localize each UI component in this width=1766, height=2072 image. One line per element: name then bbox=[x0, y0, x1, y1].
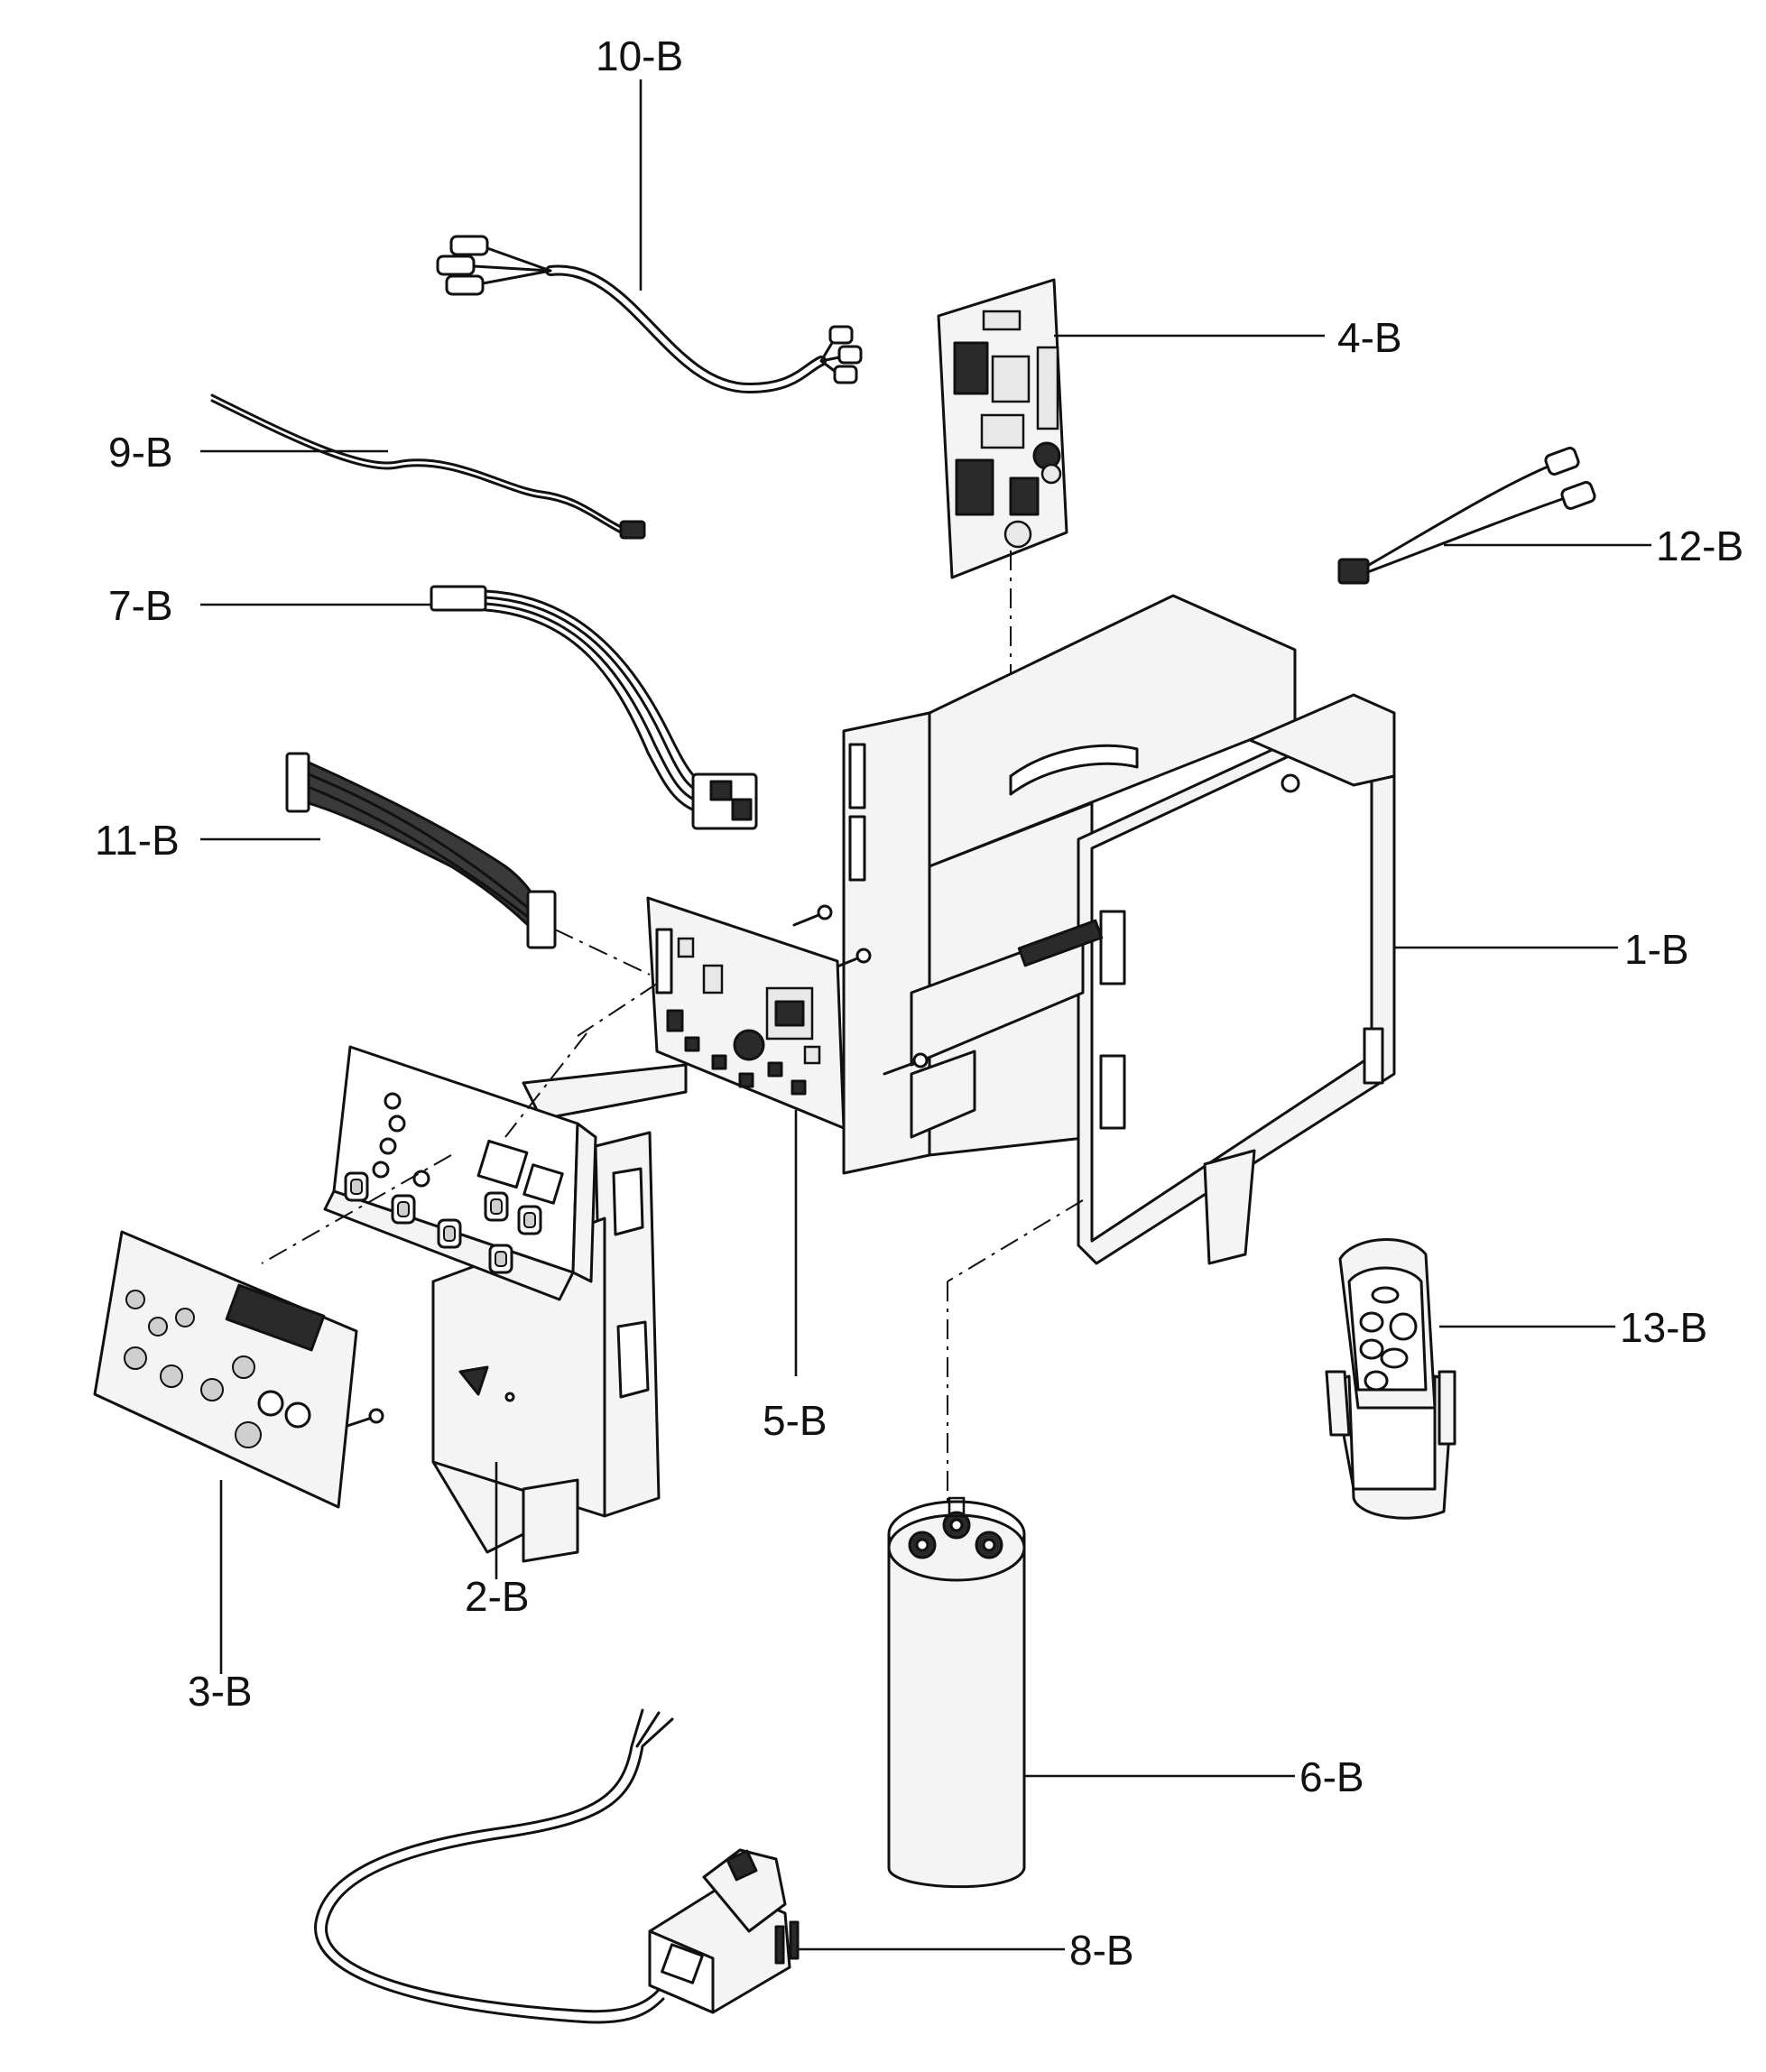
assembly-line-5b bbox=[577, 983, 658, 1037]
label-9-b: 9-B bbox=[108, 429, 173, 476]
part-11-b-flat-cable bbox=[285, 752, 557, 949]
label-4-b: 4-B bbox=[1337, 314, 1402, 361]
part-6-b-capacitor bbox=[887, 1199, 1084, 1889]
assembly-line-3b bbox=[261, 1154, 452, 1264]
part-12-b-short-wire bbox=[1337, 447, 1596, 585]
label-12-b: 12-B bbox=[1656, 523, 1743, 569]
assembly-line-11b bbox=[554, 929, 651, 976]
label-2-b: 2-B bbox=[465, 1573, 530, 1620]
part-9-b-sensor-wire bbox=[210, 393, 646, 540]
part-3-b-keypad bbox=[93, 1230, 358, 1509]
assembly-line-2b bbox=[504, 1032, 587, 1138]
label-6-b: 6-B bbox=[1299, 1753, 1364, 1800]
label-8-b: 8-B bbox=[1069, 1927, 1134, 1974]
label-7-b: 7-B bbox=[108, 582, 173, 629]
part-7-b-harness bbox=[430, 585, 758, 830]
part-8-b-power-cord bbox=[314, 1708, 800, 2024]
display-panel bbox=[323, 1045, 597, 1301]
label-1-b: 1-B bbox=[1624, 926, 1689, 973]
screws bbox=[346, 904, 929, 1428]
part-5-b-lower-pcb bbox=[646, 896, 846, 1130]
label-13-b: 13-B bbox=[1620, 1304, 1707, 1351]
label-10-b: 10-B bbox=[596, 32, 683, 79]
assembly-line-6b bbox=[947, 1199, 1084, 1282]
part-10-b-wire-harness bbox=[436, 235, 863, 394]
label-3-b: 3-B bbox=[188, 1668, 253, 1715]
label-11-b: 11-B bbox=[95, 817, 180, 864]
part-1-b-housing bbox=[842, 594, 1396, 1265]
part-13-b-remote bbox=[1325, 1238, 1456, 1520]
part-4-b-upper-pcb bbox=[937, 278, 1068, 579]
label-5-b: 5-B bbox=[763, 1397, 828, 1444]
